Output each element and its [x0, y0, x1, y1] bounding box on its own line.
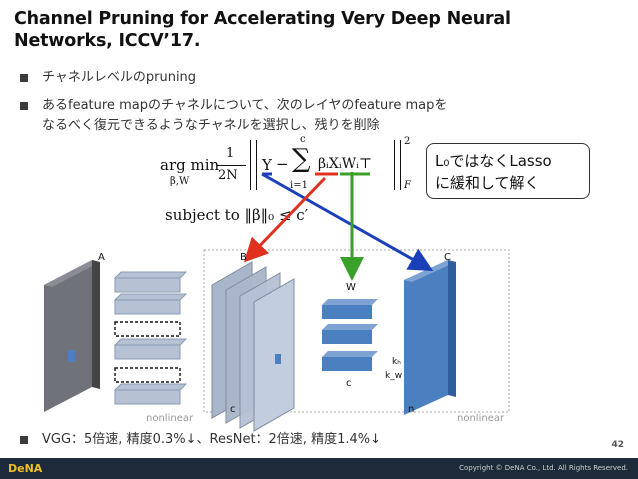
page-number: 42 — [611, 440, 624, 450]
label-c-bottom: c — [230, 404, 236, 415]
Y: Y — [262, 156, 272, 174]
sum-bottom: i=1 — [290, 180, 308, 191]
label-c-small: c — [346, 378, 352, 389]
bullet-text: なるべく復元できるようなチャネルを選択し、残りを削除 — [42, 118, 380, 133]
frac-den: 2N — [218, 168, 238, 183]
footer-bar — [0, 458, 638, 479]
argmin: arg min — [160, 156, 220, 174]
pruned-filters — [114, 321, 181, 383]
nonlinear-region — [203, 249, 510, 413]
label-W: W — [346, 282, 356, 293]
label-nonlinear-right: nonlinear — [457, 413, 505, 424]
label-kw: k_w — [385, 371, 403, 381]
objective-equation: arg min β,W 1 2N Y − c ∑ i=1 βᵢXᵢWᵢ⊤ 2 F — [160, 134, 420, 210]
argmin-sub: β,W — [170, 176, 190, 187]
bullet-marker — [20, 436, 28, 444]
lasso-line-1: L₀ではなくLasso — [435, 152, 552, 170]
bullet-text: チャネルレベルのpruning — [42, 70, 197, 85]
sum-top: c — [300, 134, 306, 145]
label-A: A — [98, 252, 105, 263]
arrow-blue — [261, 172, 434, 271]
bullet-text: VGG：5倍速, 精度0.3%↓、ResNet：2倍速, 精度1.4%↓ — [42, 432, 381, 447]
norm-sup: 2 — [404, 136, 411, 147]
slide-title: Channel Pruning for Accelerating Very De… — [14, 9, 511, 51]
lasso-line-2: に緩和して解く — [435, 174, 540, 192]
frac-num: 1 — [226, 146, 235, 161]
feature-map-B — [211, 261, 295, 432]
label-B: B — [240, 252, 247, 263]
feature-map-A — [44, 260, 100, 412]
norm-left — [250, 140, 257, 190]
minus: − — [276, 155, 289, 173]
bullet-marker — [20, 74, 28, 82]
norm-sub: F — [404, 180, 411, 191]
feature-map-C — [404, 260, 456, 415]
label-kh: kₕ — [392, 357, 401, 367]
copyright: Copyright © DeNA Co., Ltd. All Rights Re… — [459, 464, 628, 472]
frac-bar — [216, 165, 246, 166]
term: βᵢXᵢWᵢ⊤ — [318, 156, 373, 172]
filter-W — [322, 299, 378, 371]
label-nonlinear-left: nonlinear — [146, 413, 194, 424]
label-C: C — [444, 252, 451, 263]
arrow-red — [243, 176, 327, 263]
lasso-note-box: L₀ではなくLasso に緩和して解く — [426, 143, 590, 199]
sum-symbol: ∑ — [292, 144, 311, 174]
label-n-bottom: n — [408, 404, 415, 415]
constraint: subject to ‖β‖₀ ≤ c′ — [165, 206, 309, 224]
bullet-marker — [20, 102, 28, 110]
dena-logo: DeNA — [8, 462, 43, 475]
filter-stack — [113, 271, 188, 405]
bullet-text: あるfeature mapのチャネルについて、次のレイヤのfeature map… — [42, 98, 448, 113]
norm-right — [394, 140, 401, 190]
